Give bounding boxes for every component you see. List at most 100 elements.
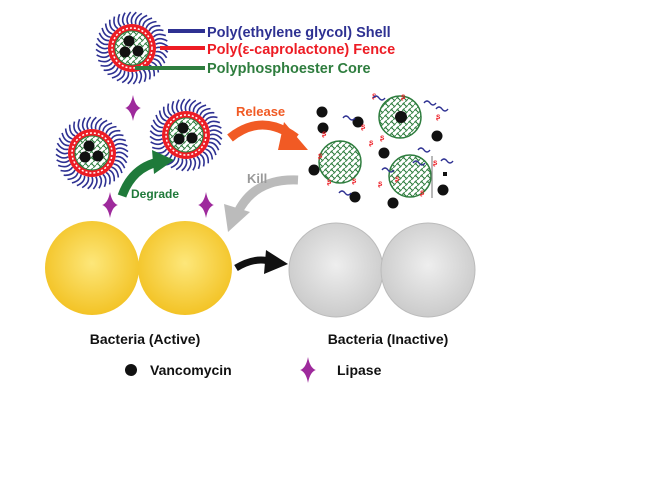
released-vancomycin xyxy=(437,184,449,196)
peg-chain xyxy=(98,119,108,131)
pcl-fragment: ʂ xyxy=(395,174,400,183)
peg-fragment xyxy=(338,190,352,196)
peg-chain xyxy=(113,163,123,174)
vancomycin-drug xyxy=(173,133,185,145)
peg-chain xyxy=(67,172,79,181)
peg-chain xyxy=(76,175,86,187)
peg-fragment xyxy=(412,160,426,166)
peg-chain xyxy=(95,43,109,50)
peg-chain xyxy=(138,70,143,84)
peg-chain xyxy=(121,71,130,84)
peg-chain xyxy=(142,17,153,27)
peg-chain xyxy=(90,116,97,130)
peg-chain xyxy=(196,104,207,114)
released-vancomycin xyxy=(308,164,320,176)
peg-chain xyxy=(208,141,220,151)
vancomycin-drug xyxy=(119,46,131,58)
fence-label: Poly(ε-caprolactone) Fence xyxy=(207,42,395,58)
peg-chain xyxy=(204,116,218,122)
peg-chain xyxy=(102,122,113,132)
peg-chain xyxy=(167,103,173,117)
peg-chain xyxy=(206,120,221,125)
bacterium-active-1 xyxy=(45,221,139,315)
pcl-fragment: ʂ xyxy=(436,112,441,121)
peg-chain xyxy=(150,141,164,146)
peg-chain xyxy=(192,101,202,113)
peg-chain xyxy=(151,145,166,150)
lipase-label: Lipase xyxy=(337,362,382,378)
ppe-core xyxy=(74,135,110,171)
lipase-icon xyxy=(125,95,141,121)
peg-chain xyxy=(134,12,143,25)
peg-chain xyxy=(149,135,163,141)
peg-chain xyxy=(132,71,138,85)
degraded-core xyxy=(388,154,432,198)
structure-legend: Poly(ethylene glycol) Shell Poly(ε-capro… xyxy=(135,25,395,77)
peg-chain xyxy=(64,128,73,140)
released-vancomycin xyxy=(352,116,364,128)
peg-chain xyxy=(175,99,180,113)
pcl-fragment: ʂ xyxy=(433,158,438,167)
peg-chain xyxy=(71,174,82,184)
nanoparticle-legend xyxy=(95,11,169,85)
peg-chain xyxy=(148,24,161,32)
vancomycin-drug xyxy=(132,45,144,57)
peg-chain xyxy=(104,23,113,35)
peg-chain xyxy=(158,110,167,122)
peg-chain xyxy=(56,142,69,151)
peg-chain xyxy=(94,117,103,130)
peg-chain xyxy=(162,106,170,119)
peg-chain xyxy=(96,37,109,46)
peg-chain xyxy=(155,42,169,48)
peg-chain xyxy=(63,169,76,177)
peg-fragment xyxy=(342,115,356,121)
release-label: Release xyxy=(236,104,285,119)
released-vancomycin xyxy=(378,147,390,159)
peg-chain xyxy=(92,176,98,190)
bacterium-inactive-2 xyxy=(380,222,476,318)
released-vancomycin xyxy=(349,191,361,203)
peg-fragment xyxy=(381,167,395,173)
peg-chain xyxy=(117,13,122,28)
ppe-core xyxy=(168,117,204,153)
released-vancomycin xyxy=(431,130,443,142)
peg-fragment xyxy=(372,95,386,101)
peg-chain xyxy=(130,11,137,25)
peg-fragment xyxy=(423,100,437,106)
peg-chain xyxy=(192,157,197,171)
peg-chain xyxy=(115,151,129,158)
peg-chain xyxy=(209,133,223,140)
peg-chain xyxy=(151,61,160,73)
pcl-fragment: ʂ xyxy=(401,92,406,101)
peg-chain xyxy=(196,155,201,170)
peg-chain xyxy=(81,176,90,189)
lipase-icon xyxy=(198,192,214,218)
vancomycin-drug xyxy=(79,151,91,163)
peg-chain xyxy=(202,111,215,119)
peg-chain xyxy=(142,68,147,83)
vancomycin-drug xyxy=(123,35,135,47)
peg-chain xyxy=(175,158,184,171)
nanoparticle-2 xyxy=(149,98,223,172)
peg-chain xyxy=(108,129,121,137)
peg-chain xyxy=(115,147,129,153)
pcl-fragment: ʂ xyxy=(369,138,374,147)
peg-chain xyxy=(152,119,164,129)
bacteria-inactive-label: Bacteria (Inactive) xyxy=(328,331,449,347)
peg-chain xyxy=(95,48,109,54)
peg-chain xyxy=(188,99,197,112)
kill-arrowhead xyxy=(224,204,250,232)
pcl-fragment: ʂ xyxy=(352,176,357,185)
peg-chain xyxy=(108,169,116,182)
peg-fragment xyxy=(417,147,431,153)
peg-chain xyxy=(152,33,167,38)
peg-chain xyxy=(115,155,128,164)
bacterium-inactive-1 xyxy=(288,222,384,318)
peg-chain xyxy=(107,67,119,76)
vancomycin-icon xyxy=(125,364,137,376)
peg-chain xyxy=(114,159,126,169)
pcl-fragment: ʂ xyxy=(361,122,366,131)
peg-chain xyxy=(155,114,165,125)
inactivation-arrowhead xyxy=(264,250,288,274)
peg-chain xyxy=(114,142,128,147)
